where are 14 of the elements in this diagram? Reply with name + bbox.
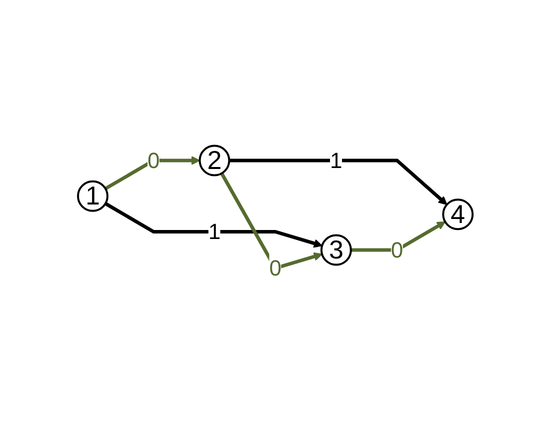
arrow (351, 222, 446, 252)
edge-label: 0 (391, 238, 404, 263)
arrow (104, 202, 323, 248)
arrow (104, 156, 200, 190)
edge-label: 1 (208, 219, 221, 244)
node-circle: 2 (198, 144, 230, 176)
node-circle: 1 (77, 180, 109, 212)
arrow (220, 172, 323, 270)
edge-label: 0 (269, 256, 282, 281)
node-circle: 3 (320, 234, 352, 266)
edge-label: 1 (330, 148, 342, 174)
node-circle: 4 (442, 198, 474, 230)
arrow (229, 158, 448, 206)
edge-label: 0 (148, 148, 160, 174)
